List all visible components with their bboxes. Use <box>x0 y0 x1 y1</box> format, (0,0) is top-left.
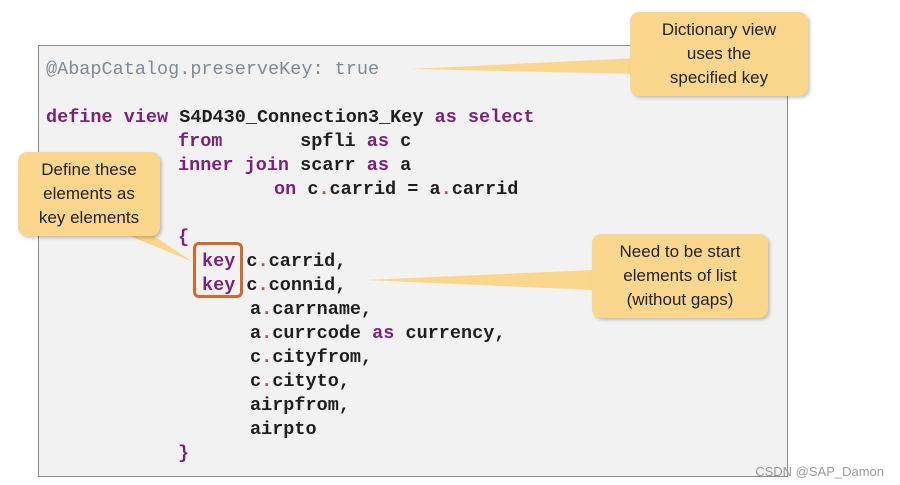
callout-line: Define these <box>41 160 137 179</box>
callout-line: Dictionary view <box>661 20 777 39</box>
define-view-keyword: define view <box>46 107 169 128</box>
dot: . <box>261 371 273 392</box>
field-name: currcode <box>272 323 362 344</box>
as-keyword: as <box>366 131 389 152</box>
key-highlight-box <box>193 242 243 298</box>
on-condition-line: on c.carrid = a.carrid <box>274 178 518 202</box>
table-spfli: spfli <box>300 131 356 152</box>
table-scarr: scarr <box>300 155 356 176</box>
dot: . <box>318 179 330 200</box>
field-suffix: , <box>338 395 350 416</box>
key-keyword: key <box>202 251 236 272</box>
dictionary-view-callout: Dictionary view uses the specified key <box>630 12 808 96</box>
field-line-airpfrom: airpfrom, <box>250 394 350 418</box>
field-line-cityfrom: c.cityfrom, <box>250 346 372 370</box>
inner-join-line: inner join scarr as a <box>178 154 411 178</box>
field-line-airpto: airpto <box>250 418 317 442</box>
field-suffix: , <box>338 371 350 392</box>
field-name: airpto <box>250 419 317 440</box>
cond-right-field: carrid <box>451 179 519 200</box>
callout-line: key elements <box>38 208 140 227</box>
as-keyword-2: as <box>366 155 389 176</box>
dot: . <box>257 275 269 296</box>
field-line-cityto: c.cityto, <box>250 370 350 394</box>
field-name: cityfrom <box>272 347 362 368</box>
dot: . <box>261 347 273 368</box>
field-name: carrname <box>272 299 362 320</box>
callout-line: (without gaps) <box>626 290 734 309</box>
field-line-currcode: a.currcode as currency, <box>250 322 505 346</box>
currency-alias: currency <box>405 323 495 344</box>
define-key-callout: Define these elements as key elements <box>18 152 160 236</box>
field-suffix: , <box>494 323 506 344</box>
cond-left-field: carrid <box>329 179 397 200</box>
define-view-line: define view S4D430_Connection3_Key as se… <box>46 106 535 130</box>
close-brace-char: } <box>178 443 190 464</box>
dot: . <box>261 299 273 320</box>
as-keyword-3: as <box>372 323 395 344</box>
field-suffix: , <box>361 299 373 320</box>
dot: . <box>261 323 273 344</box>
field-suffix: , <box>335 275 347 296</box>
field-line-carrid: key c.carrid, <box>202 250 346 274</box>
equals-sign: = <box>407 179 419 200</box>
annotation-line: @AbapCatalog.preserveKey: true <box>46 58 379 82</box>
alias-c: c <box>400 131 412 152</box>
view-name: S4D430_Connection3_Key <box>179 107 424 128</box>
callout-line: uses the <box>686 44 752 63</box>
field-alias: a <box>250 323 262 344</box>
field-alias: c <box>250 347 262 368</box>
cond-left-alias: c <box>307 179 319 200</box>
on-keyword: on <box>274 179 297 200</box>
dot: . <box>257 251 269 272</box>
field-suffix: , <box>361 347 373 368</box>
field-line-connid: key c.connid, <box>202 274 346 298</box>
from-line: from spfli as c <box>178 130 411 154</box>
alias-a: a <box>400 155 412 176</box>
start-elements-callout: Need to be start elements of list (witho… <box>592 234 768 318</box>
annotation-text: @AbapCatalog.preserveKey: true <box>46 59 380 80</box>
field-name: cityto <box>272 371 339 392</box>
from-keyword: from <box>178 131 223 152</box>
key-keyword: key <box>202 275 236 296</box>
close-brace: } <box>178 442 189 466</box>
as-select-keyword: as select <box>434 107 535 128</box>
inner-join-keyword: inner join <box>178 155 290 176</box>
open-brace: { <box>178 226 189 250</box>
field-name: carrid <box>268 251 336 272</box>
dot: . <box>440 179 452 200</box>
watermark: CSDN @SAP_Damon <box>755 464 884 479</box>
field-alias: c <box>246 275 258 296</box>
callout-line: elements as <box>43 184 135 203</box>
open-brace-char: { <box>178 227 190 248</box>
callout-line: elements of list <box>623 266 737 285</box>
cond-right-alias: a <box>429 179 441 200</box>
field-alias: c <box>246 251 258 272</box>
field-suffix: , <box>335 251 347 272</box>
field-alias: a <box>250 299 262 320</box>
callout-line: Need to be start <box>619 242 741 261</box>
field-alias: c <box>250 371 262 392</box>
field-name: airpfrom <box>250 395 339 416</box>
field-name: connid <box>268 275 336 296</box>
field-line-carrname: a.carrname, <box>250 298 372 322</box>
callout-line: specified key <box>669 68 769 87</box>
